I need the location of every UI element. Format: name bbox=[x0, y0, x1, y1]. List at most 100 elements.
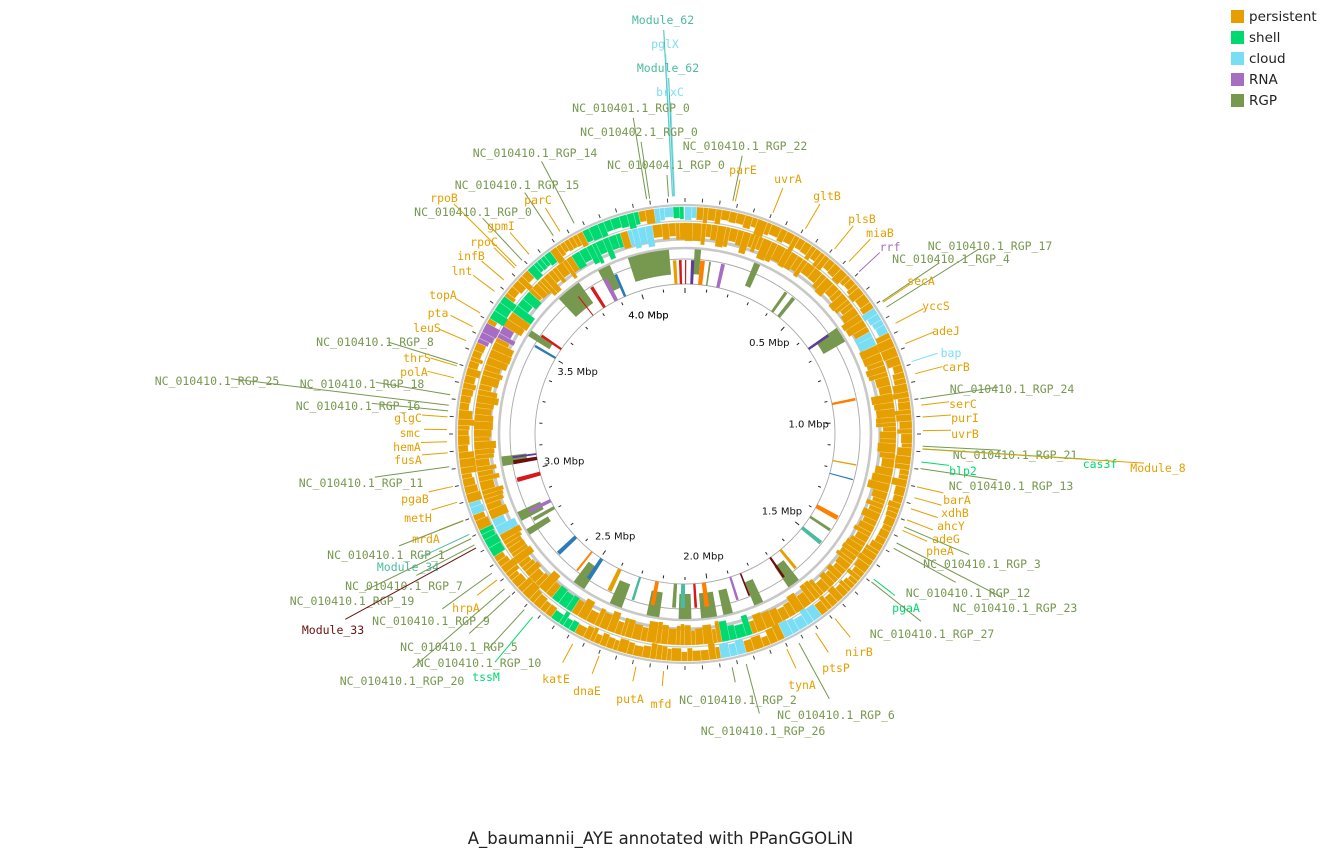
gene-block bbox=[728, 227, 739, 243]
position-tick bbox=[585, 326, 589, 330]
feature-label-cloud: brxC bbox=[656, 85, 684, 99]
gene-block bbox=[533, 261, 544, 273]
gene-block bbox=[860, 507, 881, 522]
feature-label-rgp: NC_010410.1_RGP_0 bbox=[414, 205, 532, 219]
outer-tick bbox=[736, 660, 739, 665]
gene-block bbox=[857, 336, 877, 353]
gene-block bbox=[743, 638, 755, 653]
label-leader-line bbox=[420, 441, 448, 444]
gene-block bbox=[714, 620, 723, 643]
gene-block bbox=[879, 451, 896, 460]
feature-label-persistent: glgC bbox=[394, 411, 422, 425]
feature-label-persistent: adeJ bbox=[932, 324, 960, 338]
label-leader-line bbox=[665, 53, 674, 197]
gene-block bbox=[460, 395, 472, 404]
gene-block bbox=[537, 280, 552, 295]
gene-block bbox=[861, 307, 878, 322]
position-tick bbox=[746, 302, 749, 306]
gene-block bbox=[589, 627, 600, 642]
gene-block bbox=[488, 349, 512, 365]
feature-label-persistent: topA bbox=[429, 288, 457, 302]
gene-block bbox=[548, 269, 561, 284]
gene-block bbox=[792, 259, 808, 278]
gene-block bbox=[507, 312, 531, 332]
legend-item-rna[interactable]: RNA bbox=[1231, 69, 1317, 90]
gene-block bbox=[571, 251, 587, 270]
gene-block bbox=[499, 326, 515, 340]
gene-block bbox=[870, 393, 894, 406]
label-leader-line bbox=[922, 445, 1002, 451]
gene-block bbox=[760, 635, 771, 647]
gene-block bbox=[885, 356, 902, 369]
gene-block bbox=[529, 568, 545, 583]
gene-block bbox=[839, 275, 851, 286]
label-leader-line bbox=[661, 670, 665, 687]
gene-block bbox=[786, 617, 800, 634]
label-leader-line bbox=[915, 366, 943, 375]
gene-block bbox=[799, 607, 814, 625]
label-leader-line bbox=[430, 357, 458, 367]
gene-block bbox=[881, 457, 895, 469]
gene-block bbox=[818, 571, 835, 588]
module-mark bbox=[807, 334, 830, 350]
gene-block bbox=[750, 217, 758, 228]
outer-tick bbox=[614, 655, 618, 660]
label-leader-line bbox=[903, 526, 970, 555]
legend-label: RGP bbox=[1249, 92, 1277, 109]
gene-block bbox=[882, 426, 897, 432]
position-tick bbox=[726, 294, 729, 298]
outer-tick bbox=[785, 642, 788, 647]
label-leader-line bbox=[745, 663, 760, 714]
gene-block bbox=[527, 264, 544, 281]
gene-block bbox=[645, 225, 656, 248]
outer-tick bbox=[719, 200, 721, 205]
gene-block bbox=[822, 258, 835, 272]
legend-item-cloud[interactable]: cloud bbox=[1231, 48, 1317, 69]
legend-item-persistent[interactable]: persistent bbox=[1231, 6, 1317, 27]
feature-label-rna: rrf bbox=[880, 240, 901, 254]
module-mark bbox=[701, 582, 710, 607]
gene-block bbox=[765, 627, 779, 645]
gene-block bbox=[841, 542, 860, 557]
gene-block bbox=[874, 376, 891, 389]
gene-block bbox=[898, 474, 909, 481]
module-mark bbox=[815, 504, 839, 520]
gene-block bbox=[619, 230, 632, 250]
gene-block bbox=[612, 639, 620, 651]
feature-label-persistent: purI bbox=[951, 411, 979, 425]
gene-block bbox=[710, 224, 718, 241]
gene-block bbox=[492, 514, 507, 527]
gene-block bbox=[555, 262, 571, 278]
legend-item-rgp[interactable]: RGP bbox=[1231, 90, 1317, 111]
legend-item-shell[interactable]: shell bbox=[1231, 27, 1317, 48]
label-leader-line bbox=[916, 486, 944, 494]
outer-tick bbox=[631, 203, 634, 208]
gene-block bbox=[876, 338, 895, 353]
gene-block bbox=[593, 633, 603, 645]
gene-block bbox=[477, 338, 490, 347]
outer-tick bbox=[866, 286, 870, 290]
feature-label-rgp: NC_010410.1_RGP_22 bbox=[683, 139, 808, 153]
legend-swatch-rgp bbox=[1231, 94, 1244, 107]
gene-block bbox=[562, 259, 578, 280]
gene-block bbox=[891, 477, 908, 488]
gene-block bbox=[478, 472, 500, 482]
gene-block bbox=[861, 547, 878, 561]
outer-tick bbox=[885, 315, 890, 319]
outer-tick bbox=[459, 363, 464, 367]
gene-block bbox=[679, 206, 684, 220]
gene-block bbox=[566, 595, 580, 612]
gene-block bbox=[768, 607, 783, 625]
gene-block bbox=[783, 252, 799, 271]
module-mark bbox=[614, 273, 627, 297]
gene-block bbox=[760, 610, 775, 629]
feature-label-persistent: smc bbox=[400, 426, 421, 440]
gene-block bbox=[571, 599, 586, 616]
gene-block bbox=[866, 479, 891, 493]
gene-block bbox=[871, 319, 885, 330]
label-leader-line bbox=[906, 519, 934, 531]
position-tick bbox=[621, 302, 624, 306]
gene-block bbox=[475, 402, 495, 410]
gene-block bbox=[893, 377, 907, 386]
gene-block bbox=[807, 267, 823, 284]
